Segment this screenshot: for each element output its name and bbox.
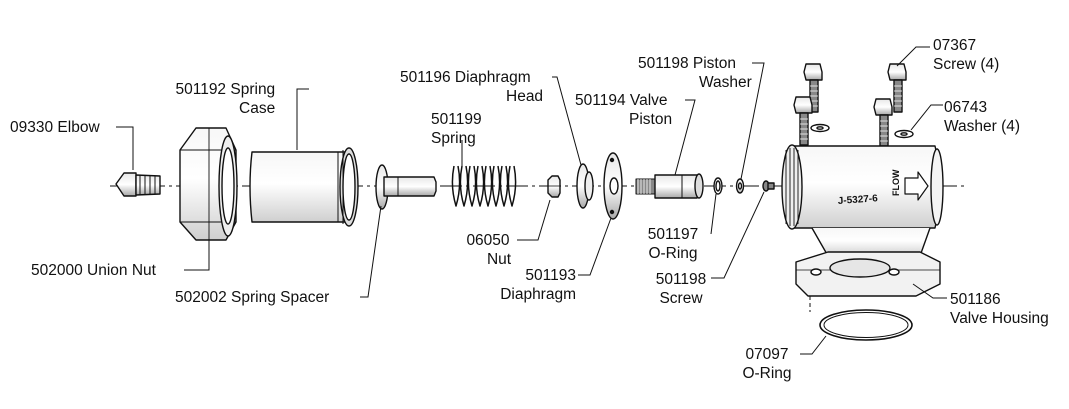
part-number: 501193: [525, 267, 576, 284]
screw-bolt-right-top: [887, 63, 907, 113]
nut-part: [547, 175, 561, 198]
part-name: O-Ring: [648, 245, 698, 262]
spring-spacer-part: [375, 164, 437, 210]
label-spring-spacer: 502002 Spring Spacer: [175, 288, 329, 307]
part-name: Spring: [230, 81, 276, 98]
screw-bolt-right-front: [873, 98, 893, 147]
leader-screw-piston: [711, 191, 765, 279]
screw-piston-part: [762, 180, 775, 192]
diaphragm-part: [603, 152, 623, 220]
part-number: 06050: [466, 232, 510, 249]
valve-housing-part: [781, 144, 944, 297]
leader-piston-washer: [740, 62, 765, 180]
part-name: Diaphragm: [500, 286, 576, 303]
part-name: Nut: [486, 251, 512, 268]
part-number: 07097: [745, 346, 789, 363]
leader-valve-piston: [674, 99, 696, 176]
leader-valve-housing: [912, 283, 947, 299]
part-name-line2: Head: [506, 88, 544, 105]
screw-bolt-left-front: [793, 96, 813, 146]
label-union-nut: 502000 Union Nut: [31, 261, 156, 280]
diaphragm-head-part: [576, 163, 594, 209]
part-name: Spring: [431, 130, 476, 147]
part-number: 501197: [647, 226, 699, 243]
part-number: 09330: [10, 119, 54, 136]
part-name: Spring Spacer: [231, 289, 330, 306]
part-name: Piston: [692, 55, 736, 72]
leader-o-ring-housing: [800, 335, 827, 355]
union-nut-part: [179, 127, 238, 241]
part-number: 06743: [944, 99, 988, 116]
part-number: 501198: [638, 55, 689, 72]
part-name: Diaphragm: [454, 69, 531, 86]
part-number: 501199: [431, 111, 482, 128]
leader-diaphragm-head: [552, 76, 582, 166]
part-name: Washer (4): [944, 118, 1021, 135]
part-name: Elbow: [57, 119, 100, 136]
part-name-line2: Piston: [629, 111, 673, 128]
part-name: O-Ring: [742, 365, 792, 382]
part-number: 501198: [655, 271, 707, 288]
o-ring-housing-part: [819, 309, 913, 341]
leader-spring-spacer: [360, 205, 382, 298]
leader-elbow: [116, 126, 134, 170]
part-name: Union Nut: [87, 262, 156, 279]
leader-o-ring-piston: [710, 193, 717, 235]
o-ring-piston-part: [713, 177, 723, 195]
part-name: Valve: [629, 92, 668, 109]
part-name: Valve Housing: [950, 310, 1049, 327]
elbow-part: [115, 172, 161, 197]
part-name-line2: Washer: [699, 74, 752, 91]
screws-part: [793, 63, 907, 147]
part-number: 502002: [175, 289, 227, 306]
part-number: 501186: [950, 291, 1001, 308]
part-name: Screw (4): [933, 56, 1000, 73]
part-name-line2: Case: [239, 100, 276, 117]
part-number: 501192: [175, 81, 227, 98]
housing-flow-mark: FLOW: [891, 169, 901, 196]
leader-screws: [896, 46, 930, 67]
spring-case-part: [249, 147, 359, 227]
part-number: 502000: [31, 262, 83, 279]
part-number: 501194: [575, 92, 626, 109]
label-elbow: 09330 Elbow: [10, 118, 100, 137]
leader-nut: [517, 199, 551, 241]
part-name: Screw: [659, 290, 703, 307]
part-number: 07367: [933, 37, 977, 54]
leader-washer: [910, 104, 943, 131]
part-number: 501196: [400, 69, 451, 86]
leader-union-nut: [184, 240, 210, 271]
valve-piston-part: [635, 173, 704, 199]
piston-washer-part: [735, 178, 745, 194]
leader-diaphragm: [578, 217, 612, 276]
spring-part: [451, 165, 517, 207]
leader-spring-case: [296, 88, 309, 150]
housing-part-code: J-5327-6: [837, 193, 878, 207]
